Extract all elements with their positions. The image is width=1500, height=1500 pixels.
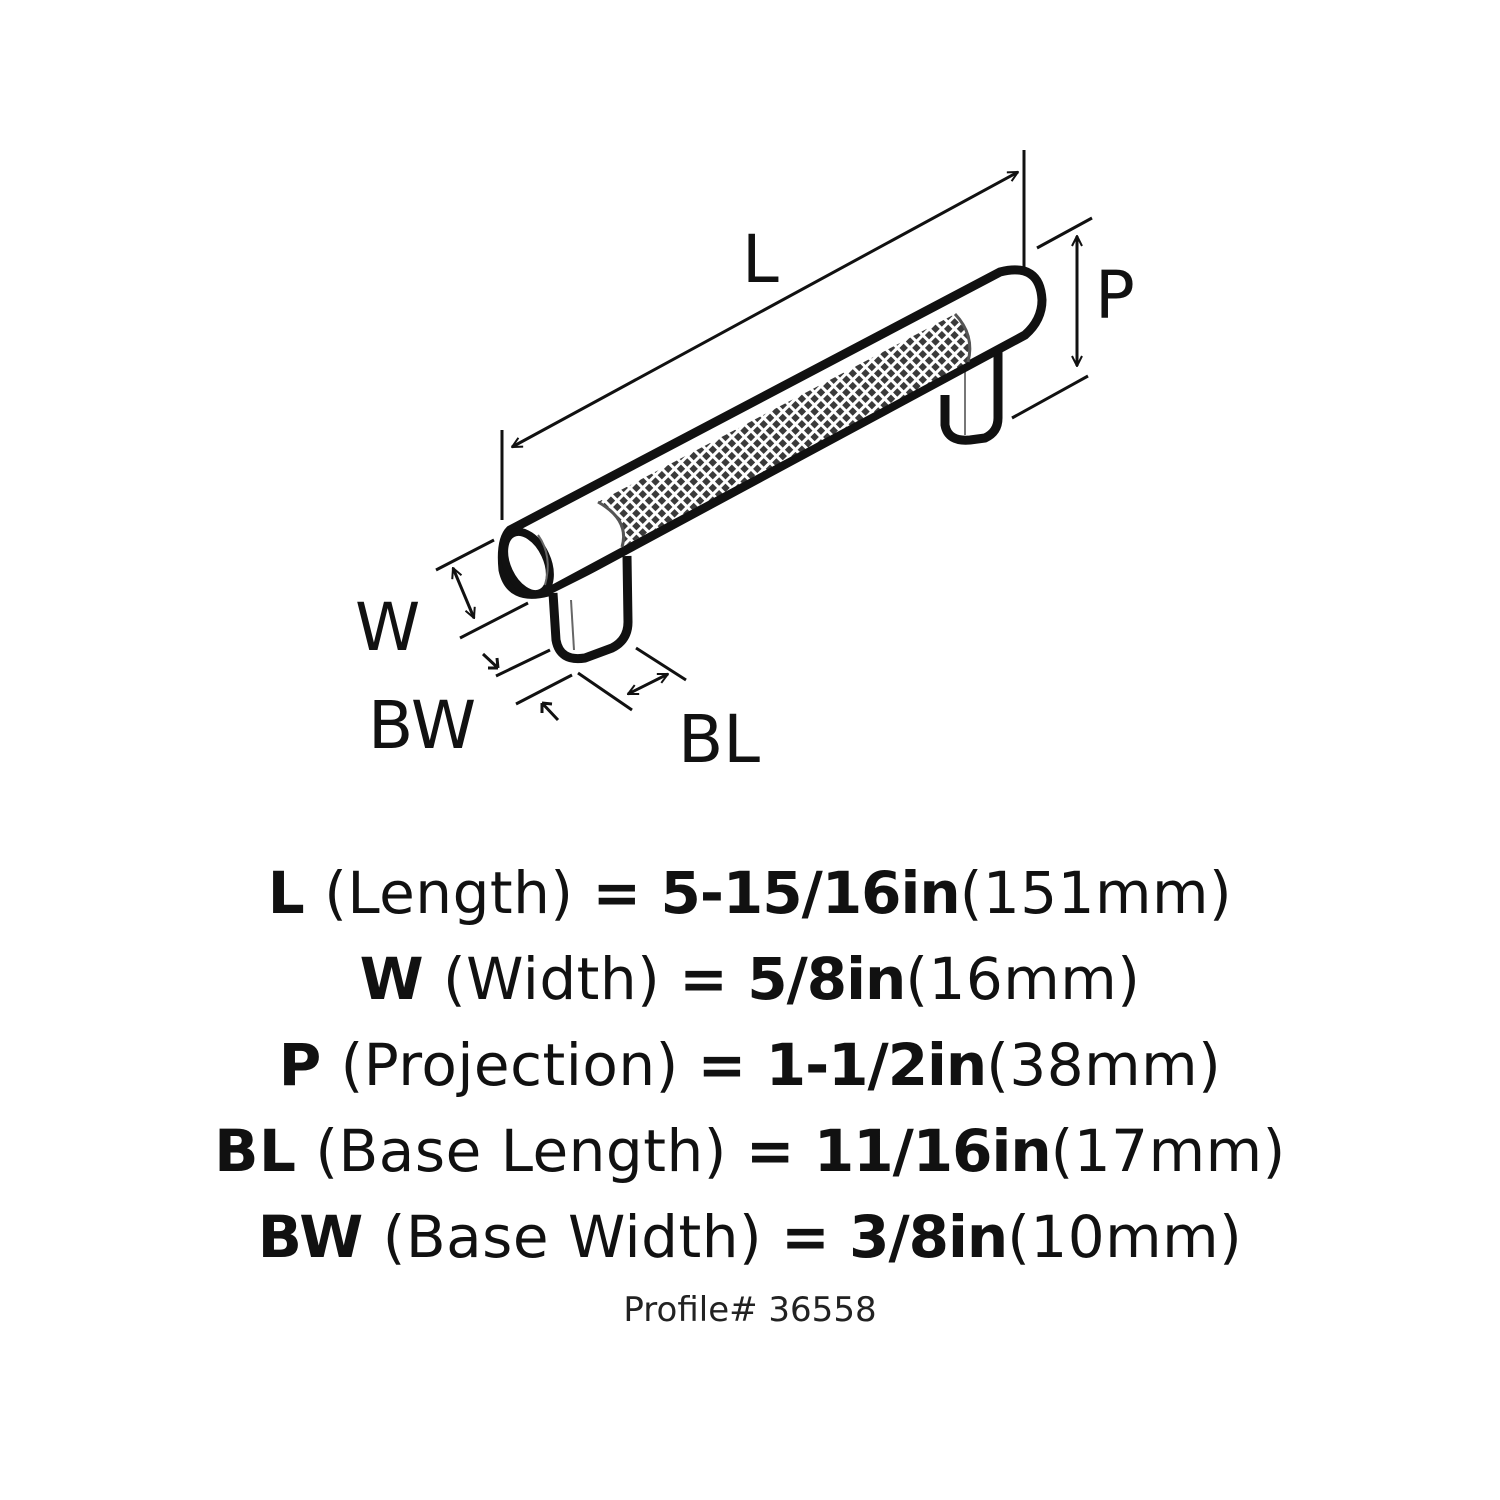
spec-imperial-value: 5/8in — [747, 945, 906, 1013]
projection-label: P — [1095, 257, 1135, 334]
pull-handle-dimension-drawing: L P W BW BL — [355, 150, 1135, 778]
spec-imperial-value: 1-1/2in — [765, 1031, 987, 1099]
spec-equals: = — [697, 1031, 747, 1099]
width-dimension: W — [355, 538, 529, 666]
left-post — [548, 555, 633, 664]
spec-name: (Width) — [443, 945, 661, 1013]
spec-code: BL — [214, 1117, 297, 1185]
spec-metric-value: (16mm) — [905, 945, 1141, 1013]
spec-metric-value: (38mm) — [986, 1031, 1222, 1099]
spec-equals: = — [781, 1203, 831, 1271]
length-label: L — [742, 221, 779, 298]
spec-code: L — [267, 859, 306, 927]
spec-code: W — [359, 945, 425, 1013]
base-length-dimension: BL — [577, 646, 760, 778]
base-width-dimension: BW — [368, 648, 573, 764]
profile-number: Profile# 36558 — [623, 1290, 877, 1330]
base-length-label: BL — [678, 701, 760, 778]
spec-code: BW — [257, 1203, 364, 1271]
spec-width: W (Width) = 5/8in(16mm) — [0, 936, 1500, 1022]
spec-name: (Projection) — [340, 1031, 679, 1099]
spec-metric-value: (151mm) — [959, 859, 1233, 927]
spec-base-width: BW (Base Width) = 3/8in(10mm) — [0, 1194, 1500, 1280]
dimension-specs: L (Length) = 5-15/16in(151mm) W (Width) … — [0, 850, 1500, 1280]
spec-base-length: BL (Base Length) = 11/16in(17mm) — [0, 1108, 1500, 1194]
spec-name: (Length) — [324, 859, 574, 927]
projection-dimension: P — [1011, 216, 1135, 420]
spec-equals: = — [679, 945, 729, 1013]
spec-name: (Base Width) — [382, 1203, 763, 1271]
spec-metric-value: (10mm) — [1007, 1203, 1243, 1271]
spec-equals: = — [745, 1117, 795, 1185]
spec-code: P — [278, 1031, 322, 1099]
base-width-label: BW — [368, 687, 476, 764]
length-dimension: L — [500, 150, 1026, 520]
spec-imperial-value: 3/8in — [849, 1203, 1008, 1271]
spec-length: L (Length) = 5-15/16in(151mm) — [0, 850, 1500, 936]
width-label: W — [355, 589, 420, 666]
spec-projection: P (Projection) = 1-1/2in(38mm) — [0, 1022, 1500, 1108]
spec-name: (Base Length) — [315, 1117, 727, 1185]
spec-metric-value: (17mm) — [1050, 1117, 1286, 1185]
spec-imperial-value: 5-15/16in — [660, 859, 961, 927]
spec-equals: = — [592, 859, 642, 927]
spec-imperial-value: 11/16in — [813, 1117, 1052, 1185]
